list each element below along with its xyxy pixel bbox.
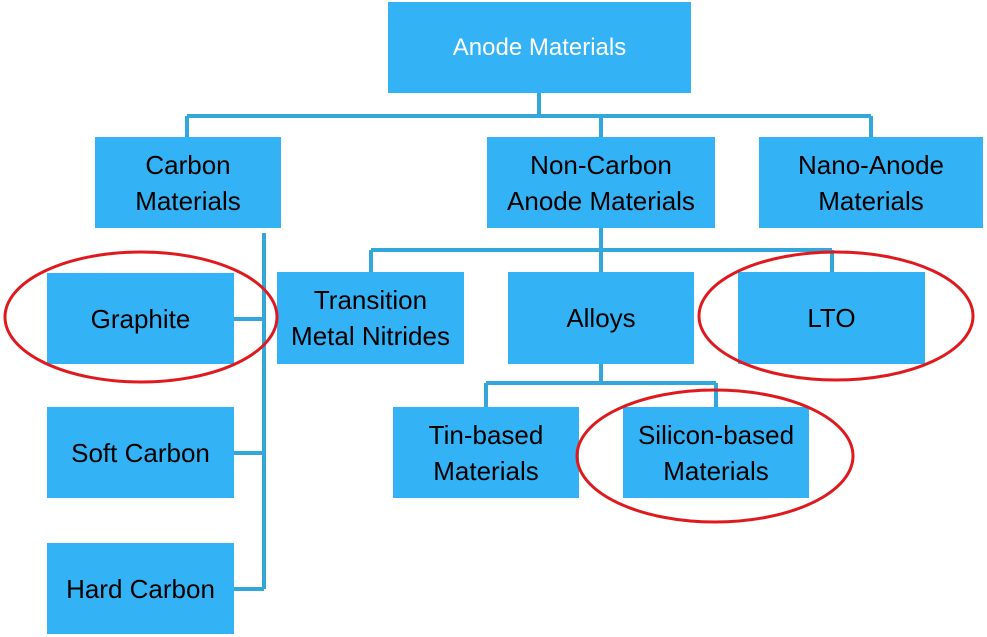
node-graphite: Graphite [47, 273, 234, 364]
node-soft-carbon: Soft Carbon [47, 407, 234, 498]
node-tin-based-materials: Tin-based Materials [393, 407, 579, 498]
node-alloys: Alloys [508, 272, 694, 364]
node-anode-materials: Anode Materials [388, 2, 691, 93]
node-hard-carbon: Hard Carbon [47, 543, 234, 634]
node-lto: LTO [738, 272, 925, 364]
node-silicon-based-materials: Silicon-based Materials [623, 407, 809, 498]
node-non-carbon-anode-materials: Non-Carbon Anode Materials [487, 137, 715, 228]
node-transition-metal-nitrides: Transition Metal Nitrides [277, 272, 464, 364]
node-carbon-materials: Carbon Materials [95, 137, 281, 228]
node-nano-anode-materials: Nano-Anode Materials [759, 137, 983, 228]
